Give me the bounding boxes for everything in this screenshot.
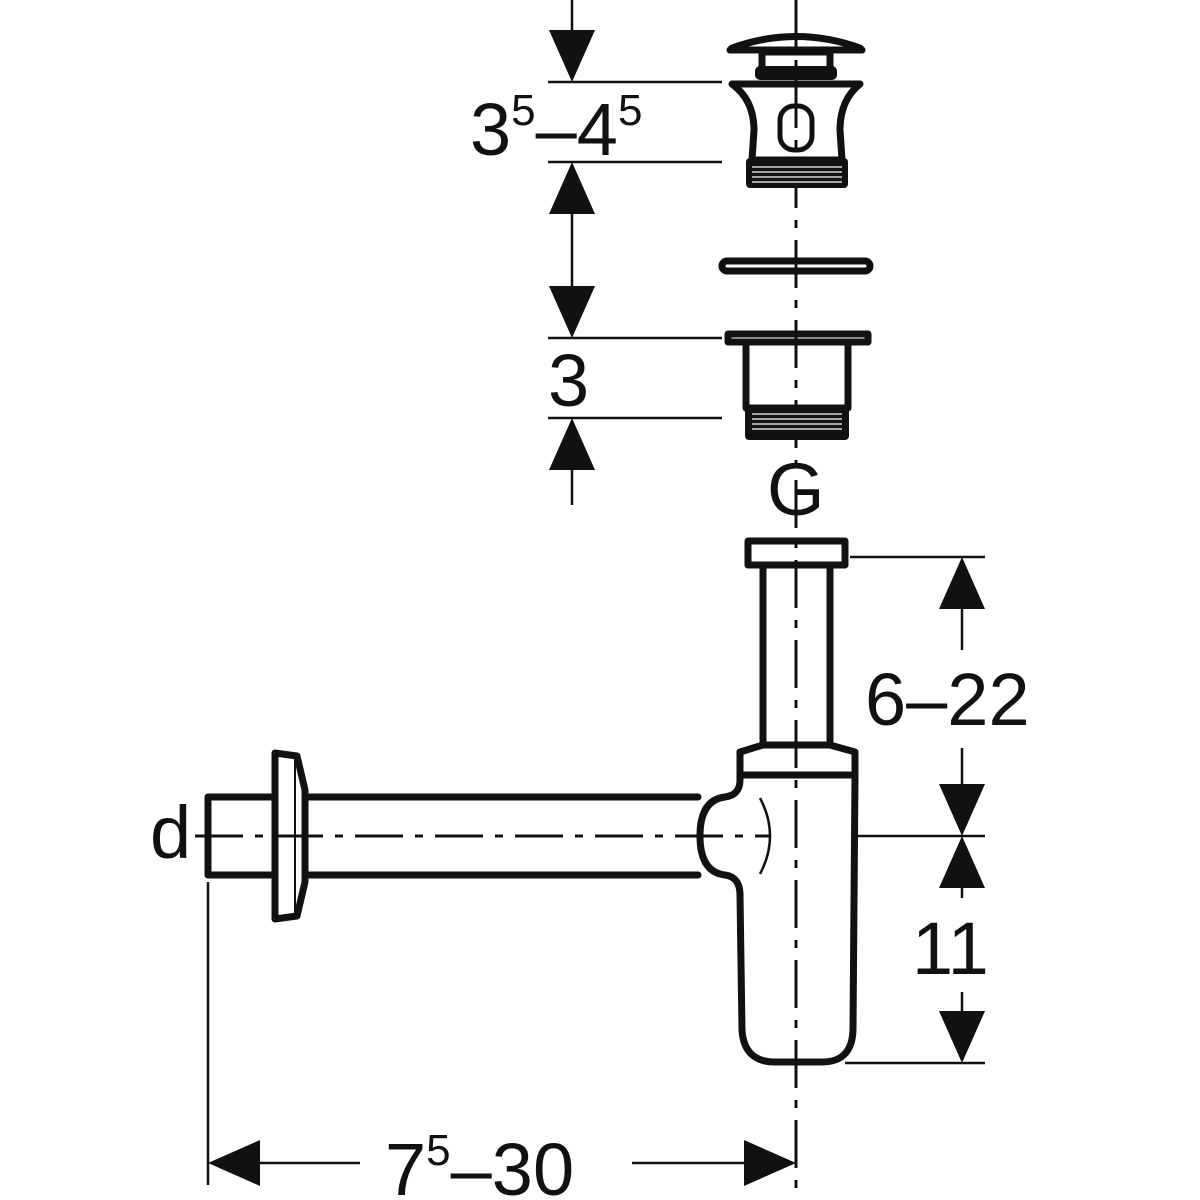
diameter-label: d [150, 791, 191, 874]
right-dimension-chain [845, 555, 985, 1065]
arm-length-label: 75–30 [385, 1126, 574, 1200]
top-dimension-chain [548, 0, 722, 505]
popup-plug [726, 33, 866, 188]
outlet-arm [195, 749, 770, 923]
tube-height-label: 6–22 [865, 658, 1030, 741]
bottom-dimension [206, 882, 796, 1186]
bottle-trap [696, 537, 859, 1066]
thread-label: G [767, 448, 825, 531]
trap-depth-label: 11 [912, 907, 989, 990]
plug-height-label: 35–45 [470, 86, 642, 171]
sealing-washer [718, 257, 874, 275]
drain-basket [724, 330, 872, 440]
basket-height-label: 3 [548, 339, 589, 422]
